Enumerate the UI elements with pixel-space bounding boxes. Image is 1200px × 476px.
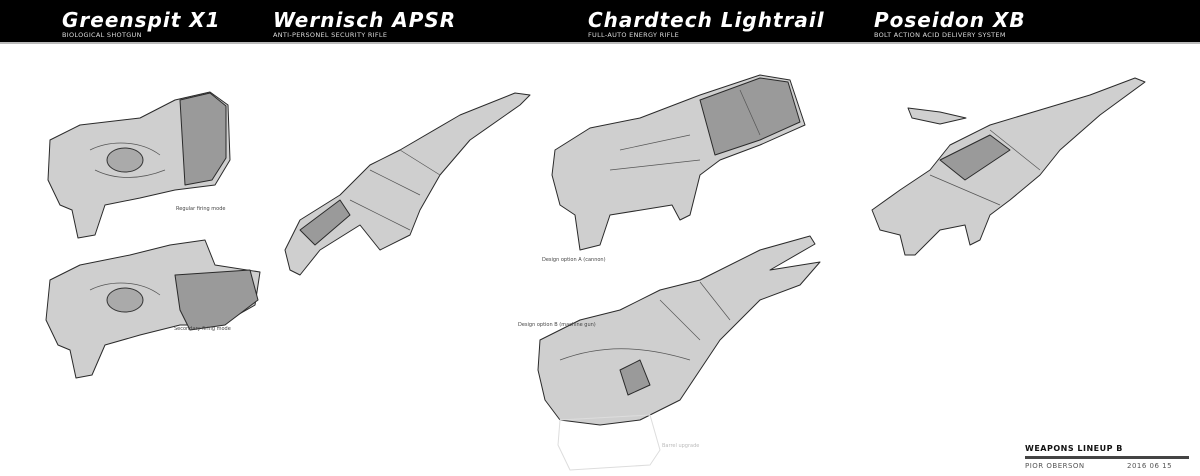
weapon-title-poseidon: Poseidon XB [874, 8, 1026, 32]
weapon-type-poseidon: BOLT ACTION ACID DELIVERY SYSTEM [874, 31, 1006, 39]
weapon-type-wernisch: ANTI-PERSONEL SECURITY RIFLE [273, 31, 388, 39]
chardtech-option-a-sketch [551, 74, 806, 251]
weapon-title-wernisch: Wernisch APSR [273, 8, 457, 32]
sheet-title: WEAPONS LINEUP B [1025, 444, 1123, 453]
author-name: PIOR OBERSON [1025, 462, 1085, 470]
greenspit-regular-sketch [47, 91, 231, 239]
note-secondary-firing-mode: Secondary firing mode [174, 326, 231, 332]
note-regular-firing-mode: Regular firing mode [176, 206, 226, 212]
weapon-type-greenspit: BIOLOGICAL SHOTGUN [62, 31, 142, 39]
note-design-option-a: Design option A (cannon) [542, 257, 606, 263]
chardtech-option-b-sketch [537, 235, 821, 471]
title-bar: Greenspit X1 BIOLOGICAL SHOTGUN Wernisch… [0, 0, 1200, 44]
note-design-option-b: Design option B (machine gun) [518, 322, 596, 328]
wernisch-sketch [284, 92, 531, 276]
weapon-title-greenspit: Greenspit X1 [62, 8, 221, 32]
weapon-title-chardtech: Chardtech Lightrail [588, 8, 825, 32]
note-barrel-upgrade: Barrel upgrade [662, 443, 700, 449]
footer-divider [1025, 456, 1189, 459]
greenspit-secondary-sketch [45, 239, 261, 379]
poseidon-sketch [871, 77, 1146, 256]
weapon-type-chardtech: FULL-AUTO ENERGY RIFLE [588, 31, 680, 39]
sheet-date: 2016 06 15 [1127, 462, 1173, 470]
